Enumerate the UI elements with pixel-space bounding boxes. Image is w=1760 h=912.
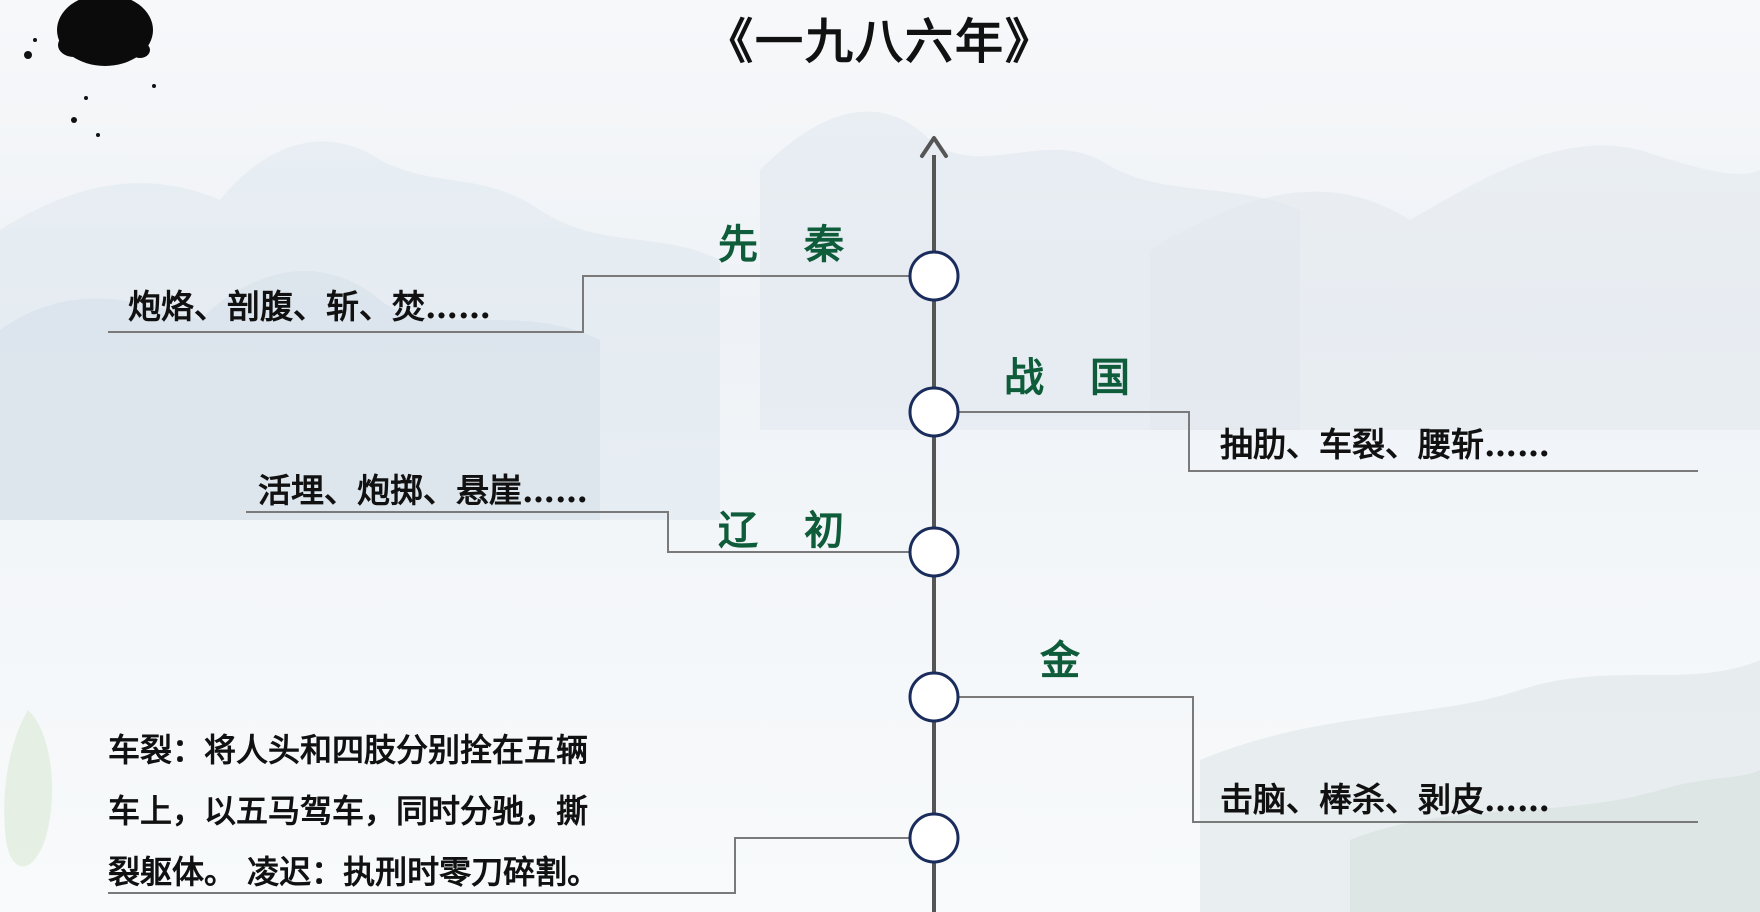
- punishment-list-liaochu: 活埋、炮掷、悬崖……: [258, 471, 588, 510]
- punishment-list-xianqin: 炮烙、剖腹、斩、焚……: [128, 287, 491, 326]
- connector-2: [958, 411, 1698, 472]
- era-label-zhanguo: 战国: [1004, 354, 1176, 401]
- timeline-node-3: [908, 526, 960, 578]
- connector-4: [958, 696, 1698, 823]
- note-line-1: 车裂：将人头和四肢分别拴在五辆: [108, 731, 589, 769]
- connector-3: [246, 511, 910, 553]
- era-label-jin: 金: [1040, 637, 1126, 684]
- timeline-arrow-icon: [920, 136, 948, 158]
- timeline-node-2: [908, 386, 960, 438]
- punishment-definition-note: 车裂：将人头和四肢分别拴在五辆 车上，以五马驾车，同时分驰，撕 裂躯体。 凌迟：…: [108, 720, 718, 903]
- note-line-2: 车上，以五马驾车，同时分驰，撕: [108, 792, 589, 830]
- note-line-3: 裂躯体。 凌迟：执刑时零刀碎割。: [108, 853, 600, 891]
- page-title: 《一九八六年》: [704, 14, 1055, 70]
- timeline-node-4: [908, 671, 960, 723]
- era-label-xianqin: 先秦: [718, 221, 890, 268]
- punishment-list-jin: 击脑、棒杀、剥皮……: [1220, 780, 1550, 819]
- connector-5: [108, 837, 910, 894]
- era-label-liaochu: 辽初: [718, 507, 890, 554]
- timeline-node-1: [908, 250, 960, 302]
- connector-1: [108, 275, 910, 333]
- timeline-node-5: [908, 812, 960, 864]
- punishment-list-zhanguo: 抽肋、车裂、腰斩……: [1220, 425, 1550, 464]
- ink-splash-icon: [24, 0, 156, 137]
